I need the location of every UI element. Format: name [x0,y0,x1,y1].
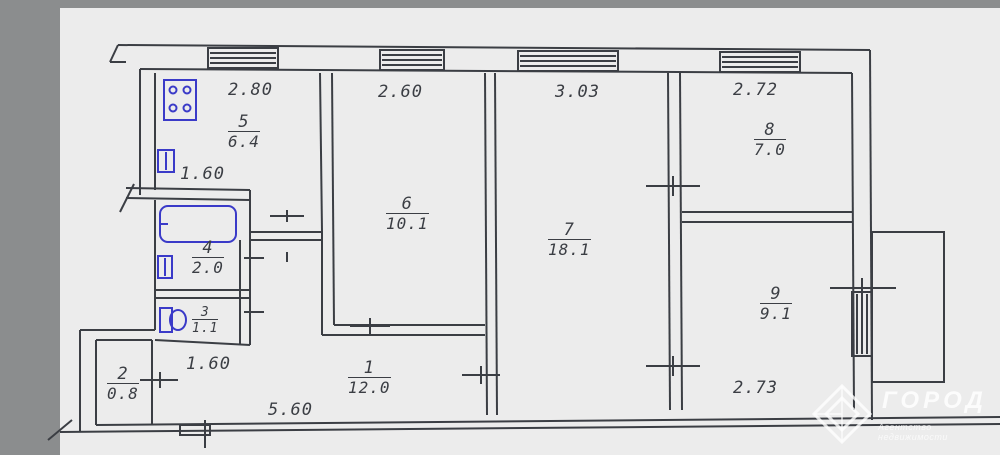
agency-name: ГОРОД [882,387,987,414]
room-number: 8 [764,120,776,140]
dimension-kitchen-depth: 1.60 [180,164,225,184]
window-top-3 [517,50,619,72]
room-4-label: 4 2.0 [192,240,224,276]
dimension-room9-width: 2.73 [733,378,778,398]
room-number: 2 [117,364,129,384]
room-number: 3 [200,305,210,320]
room-number: 6 [401,194,413,214]
window-top-1 [207,47,279,69]
room-number: 9 [770,284,782,304]
room-number: 5 [238,112,250,132]
dimension-room6-width: 2.60 [378,82,423,102]
room-area: 18.1 [548,239,591,259]
dimension-bath-width: 1.60 [186,354,231,374]
stove-icon [163,79,197,121]
toilet-icon [159,307,187,333]
room-number: 7 [563,220,575,240]
sink-icon [157,149,175,173]
room-3-label: 3 1.1 [192,305,219,336]
agency-subtitle: Агентство недвижимости [878,422,948,442]
dimension-room7-width: 3.03 [555,82,600,102]
room-8-label: 8 7.0 [754,122,786,158]
bathtub-icon [159,205,237,243]
dimension-kitchen-width: 2.80 [228,80,273,100]
dimension-hall-length: 5.60 [268,400,313,420]
agency-logo-icon [811,383,873,445]
room-area: 7.0 [754,139,786,159]
room-area: 9.1 [760,303,792,323]
room-number: 1 [363,358,375,378]
window-top-2 [379,49,445,71]
sink-icon-bath [157,255,173,279]
room-area: 0.8 [107,383,139,403]
room-2-label: 2 0.8 [107,366,139,402]
room-area: 6.4 [228,131,260,151]
paper-sheet [60,8,1000,455]
dimension-room8-width: 2.72 [733,80,778,100]
room-area: 2.0 [192,257,224,277]
window-top-4 [719,51,801,73]
agency-watermark: ГОРОД Агентство недвижимости [808,382,993,448]
walls [47,44,1000,448]
room-6-label: 6 10.1 [386,196,429,232]
room-area: 1.1 [192,319,219,336]
room-5-label: 5 6.4 [228,114,260,150]
room-9-label: 9 9.1 [760,286,792,322]
room-number: 4 [202,238,214,258]
room-7-label: 7 18.1 [548,222,591,258]
fixtures [157,79,237,333]
room-area: 10.1 [386,213,429,233]
room-area: 12.0 [348,377,391,397]
room-1-label: 1 12.0 [348,360,391,396]
